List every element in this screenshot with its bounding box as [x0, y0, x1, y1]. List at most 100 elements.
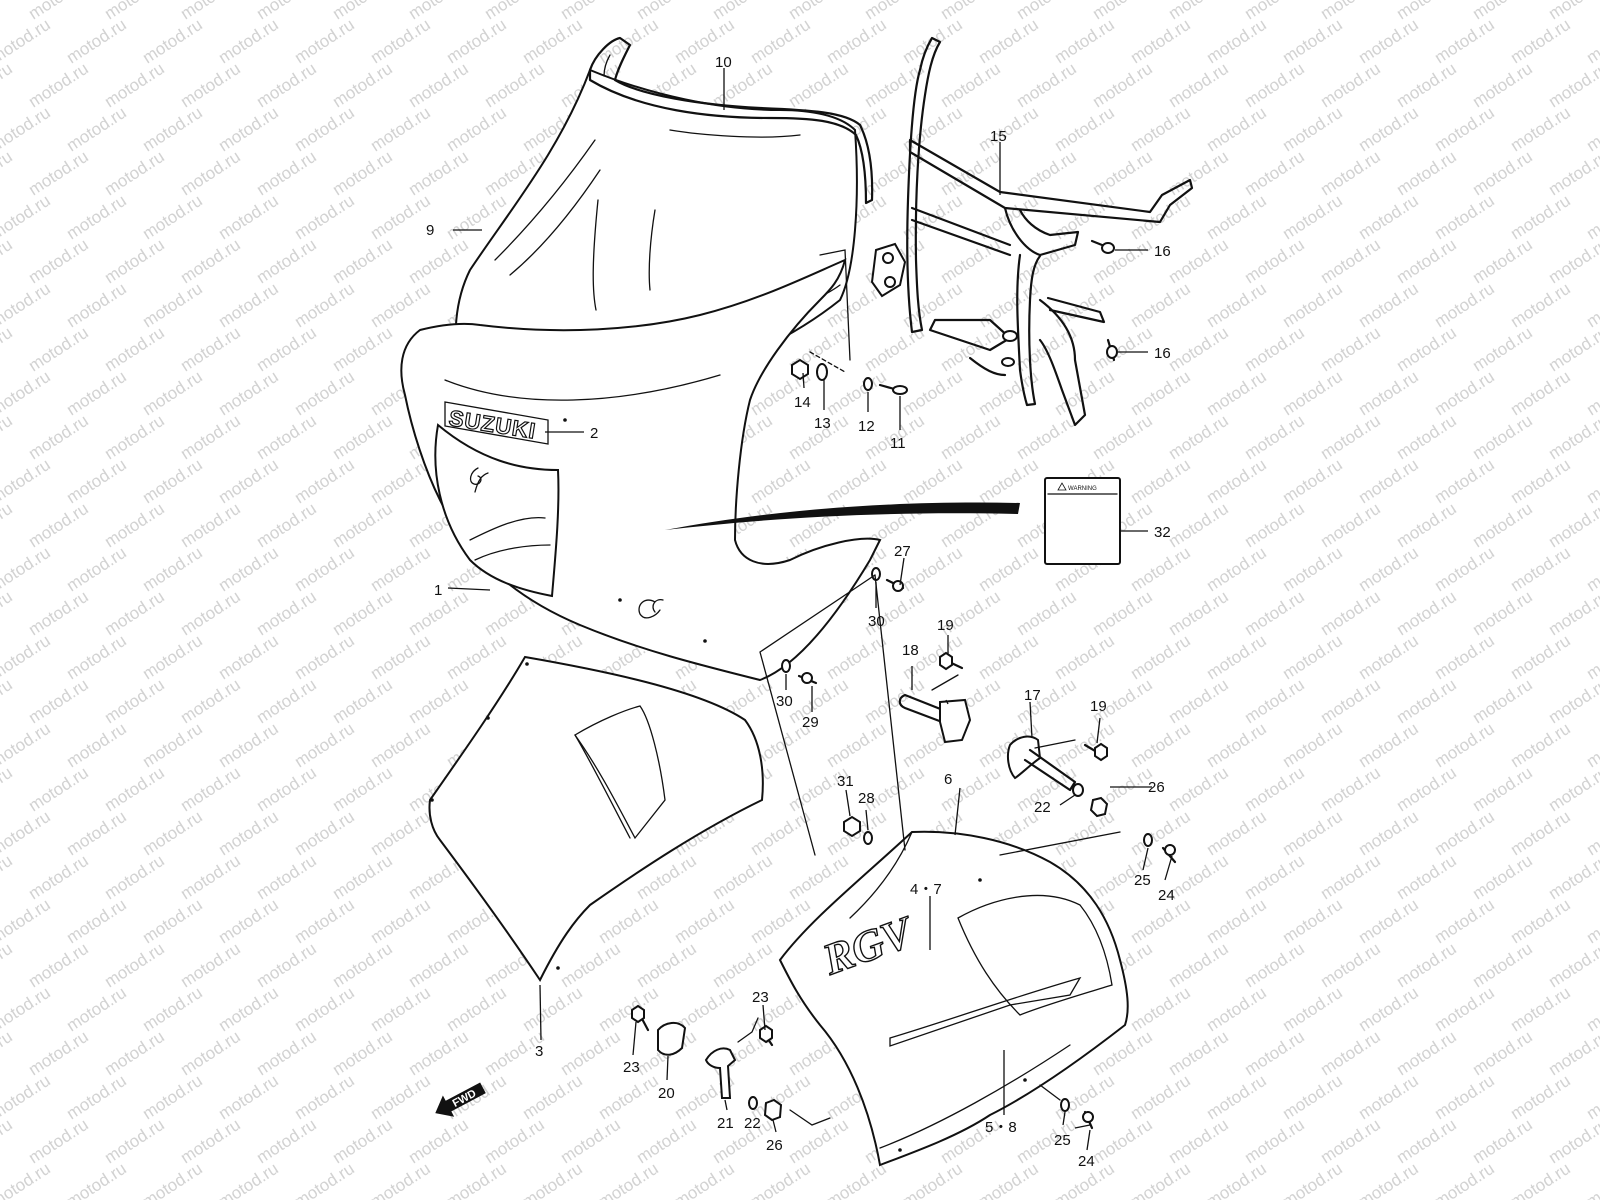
side-stripe: [665, 502, 1020, 530]
watermark-text: motod.ru: [1203, 367, 1270, 419]
callout-23a: 23: [623, 1059, 640, 1076]
watermark-text: motod.ru: [215, 367, 282, 419]
callout-19a: 19: [937, 617, 954, 634]
watermark-text: motod.ru: [101, 59, 168, 111]
watermark-text: motod.ru: [101, 235, 168, 287]
watermark-text: motod.ru: [1013, 147, 1080, 199]
watermark-text: motod.ru: [1013, 411, 1080, 463]
watermark-text: motod.ru: [253, 851, 320, 903]
watermark-text: motod.ru: [63, 367, 130, 419]
watermark-text: motod.ru: [1241, 851, 1308, 903]
warning-label-part-32: WARNING: [1044, 477, 1121, 565]
watermark-text: motod.ru: [1317, 323, 1384, 375]
hardware-group: [631, 239, 1177, 1130]
watermark-text: motod.ru: [0, 367, 54, 419]
watermark-text: motod.ru: [405, 1115, 472, 1167]
watermark-text: motod.ru: [405, 59, 472, 111]
callout-16a: 16: [1154, 243, 1171, 260]
watermark-text: motod.ru: [1393, 323, 1460, 375]
watermark-text: motod.ru: [1545, 499, 1600, 551]
watermark-text: motod.ru: [405, 1027, 472, 1079]
watermark-text: motod.ru: [101, 851, 168, 903]
watermark-text: motod.ru: [671, 895, 738, 947]
assembly-lines: [737, 249, 1121, 1126]
watermark-text: motod.ru: [1203, 191, 1270, 243]
watermark-text: motod.ru: [1203, 543, 1270, 595]
watermark-text: motod.ru: [329, 411, 396, 463]
watermark-text: motod.ru: [1583, 895, 1600, 947]
watermark-text: motod.ru: [139, 367, 206, 419]
watermark-text: motod.ru: [177, 1115, 244, 1167]
watermark-text: motod.ru: [1317, 59, 1384, 111]
watermark-text: motod.ru: [1393, 235, 1460, 287]
watermark-text: motod.ru: [633, 1115, 700, 1167]
callout-10: 10: [715, 54, 732, 71]
watermark-text: motod.ru: [329, 499, 396, 551]
grommet-26a: [1089, 796, 1109, 818]
watermark-text: motod.ru: [291, 103, 358, 155]
watermark-text: motod.ru: [1165, 763, 1232, 815]
watermark-text: motod.ru: [1469, 763, 1536, 815]
bolt-19a: [939, 651, 964, 671]
watermark-text: motod.ru: [0, 1071, 54, 1123]
watermark-text: motod.ru: [1431, 631, 1498, 683]
watermark-text: motod.ru: [1241, 675, 1308, 727]
watermark-text: motod.ru: [1355, 367, 1422, 419]
watermark-text: motod.ru: [1317, 499, 1384, 551]
watermark-text: motod.ru: [519, 983, 586, 1035]
watermark-text: motod.ru: [1545, 763, 1600, 815]
watermark-text: motod.ru: [1165, 499, 1232, 551]
watermark-text: motod.ru: [25, 675, 92, 727]
watermark-text: motod.ru: [443, 983, 510, 1035]
watermark-text: motod.ru: [215, 807, 282, 859]
watermark-text: motod.ru: [291, 1159, 358, 1200]
bolt-16b: [1106, 338, 1118, 362]
watermark-text: motod.ru: [177, 59, 244, 111]
watermark-text: motod.ru: [215, 191, 282, 243]
watermark-text: motod.ru: [975, 631, 1042, 683]
watermark-text: motod.ru: [1241, 499, 1308, 551]
watermark-text: motod.ru: [367, 191, 434, 243]
watermark-text: motod.ru: [1317, 235, 1384, 287]
watermark-text: motod.ru: [1317, 851, 1384, 903]
grommet-26b: [763, 1098, 783, 1122]
watermark-text: motod.ru: [1393, 1115, 1460, 1167]
watermark-text: motod.ru: [1279, 1159, 1346, 1200]
watermark-text: motod.ru: [1013, 59, 1080, 111]
watermark-text: motod.ru: [1127, 103, 1194, 155]
watermark-text: motod.ru: [595, 895, 662, 947]
watermark-text: motod.ru: [0, 499, 16, 551]
watermark-text: motod.ru: [329, 675, 396, 727]
callout-21: 21: [717, 1115, 734, 1132]
watermark-text: motod.ru: [291, 367, 358, 419]
watermark-text: motod.ru: [177, 323, 244, 375]
watermark-text: motod.ru: [101, 675, 168, 727]
watermark-text: motod.ru: [1469, 675, 1536, 727]
watermark-text: motod.ru: [1165, 147, 1232, 199]
watermark-text: motod.ru: [1089, 1115, 1156, 1167]
watermark-text: motod.ru: [975, 15, 1042, 67]
watermark-text: motod.ru: [1279, 279, 1346, 331]
watermark-text: motod.ru: [1089, 587, 1156, 639]
watermark-text: motod.ru: [25, 763, 92, 815]
watermark-text: motod.ru: [139, 719, 206, 771]
watermark-text: motod.ru: [329, 587, 396, 639]
screw-24a: [1161, 844, 1177, 864]
watermark-text: motod.ru: [937, 235, 1004, 287]
watermark-text: motod.ru: [0, 411, 16, 463]
watermark-text: motod.ru: [1127, 807, 1194, 859]
watermark-text: motod.ru: [1507, 191, 1574, 243]
watermark-text: motod.ru: [0, 983, 54, 1035]
watermark-text: motod.ru: [139, 631, 206, 683]
watermark-text: motod.ru: [937, 59, 1004, 111]
washer-12: [863, 377, 873, 391]
watermark-text: motod.ru: [367, 103, 434, 155]
watermark-text: motod.ru: [291, 1071, 358, 1123]
watermark-text: motod.ru: [1279, 1071, 1346, 1123]
watermark-text: motod.ru: [1165, 675, 1232, 727]
watermark-text: motod.ru: [443, 103, 510, 155]
watermark-text: motod.ru: [25, 499, 92, 551]
watermark-text: motod.ru: [1583, 367, 1600, 419]
watermark-text: motod.ru: [1393, 587, 1460, 639]
watermark-text: motod.ru: [25, 59, 92, 111]
